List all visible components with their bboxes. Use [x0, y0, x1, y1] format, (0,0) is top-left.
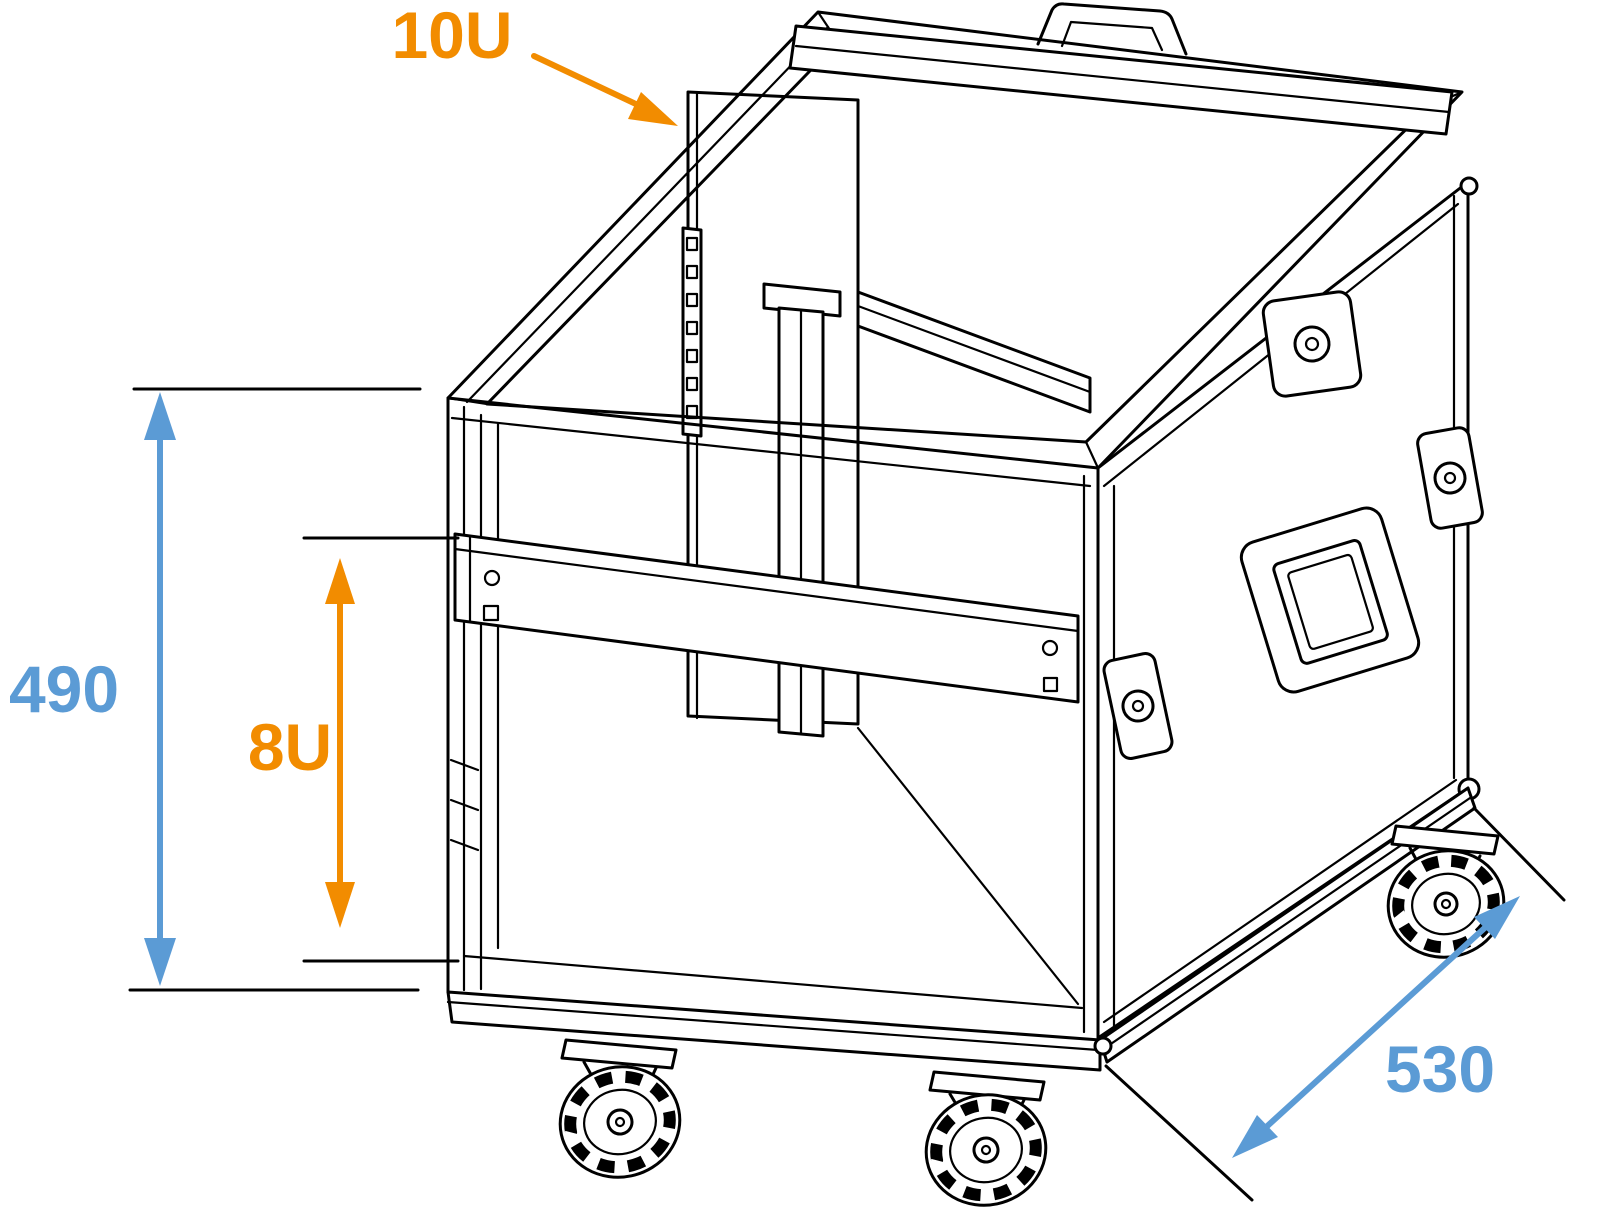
caster-mount: [1390, 824, 1500, 856]
dimension-label-490: 490: [9, 652, 119, 726]
square-hole: [482, 604, 500, 622]
screw-hole: [1041, 639, 1059, 657]
butterfly-latch-right-icon: [1416, 426, 1484, 530]
case-base: [446, 786, 1477, 1072]
side-handle-icon: [1239, 506, 1421, 694]
dimension-10u: 10U: [391, 0, 678, 126]
butterfly-latch-top-icon: [1261, 290, 1363, 398]
arrowhead-down-icon: [144, 938, 176, 986]
dimension-annotations: 490 8U 10U 530: [9, 0, 1566, 1202]
ball-corner-icon: [1093, 1036, 1113, 1056]
witness-line-530-rear: [1472, 806, 1566, 902]
butterfly-latch-front-icon: [1102, 652, 1174, 760]
arrowhead-icon: [1232, 1115, 1278, 1158]
caster-wheel-icon: [1386, 849, 1506, 959]
casters: [558, 824, 1506, 1207]
carry-handle-icon: [1036, 2, 1188, 56]
rear-beam: [856, 290, 1092, 414]
dimension-530: 530: [1232, 896, 1520, 1158]
lid-panel: [788, 24, 1454, 136]
arrowhead-down-icon: [325, 882, 355, 928]
floor-edge: [462, 954, 1084, 1010]
square-hole: [1042, 676, 1059, 693]
dimension-label-8u: 8U: [248, 710, 332, 784]
caster-front-left: [558, 1038, 682, 1179]
caster-wheel-icon: [558, 1065, 682, 1179]
dimension-label-530: 530: [1385, 1032, 1495, 1106]
caster-front-right: [924, 1070, 1048, 1207]
caster-rear-right: [1386, 824, 1506, 959]
witness-line-530-front: [1104, 1064, 1254, 1202]
caster-mount: [560, 1038, 678, 1070]
dimension-8u: 8U: [248, 558, 355, 928]
front-frame: [446, 396, 1092, 1034]
front-rack-beam: [453, 532, 1080, 704]
dimension-label-10u: 10U: [391, 0, 512, 72]
dimension-490: 490: [9, 392, 176, 986]
arrowhead-icon: [628, 92, 678, 126]
arrowhead-up-icon: [144, 392, 176, 440]
rack-rail-holes: [685, 236, 699, 420]
base-front-band: [446, 990, 1102, 1072]
lid: [788, 2, 1454, 136]
rack-rail-strip: [681, 226, 703, 438]
right-side-panel: [1096, 176, 1484, 1040]
arrowhead-up-icon: [325, 558, 355, 604]
caster-mount: [928, 1070, 1046, 1102]
rack-beam: [453, 532, 1080, 704]
caster-wheel-icon: [924, 1093, 1048, 1207]
arrowhead-icon: [1474, 896, 1520, 939]
screw-hole: [483, 569, 501, 587]
extrusion-hatching: [449, 758, 480, 852]
ball-corner-icon: [1459, 176, 1479, 196]
